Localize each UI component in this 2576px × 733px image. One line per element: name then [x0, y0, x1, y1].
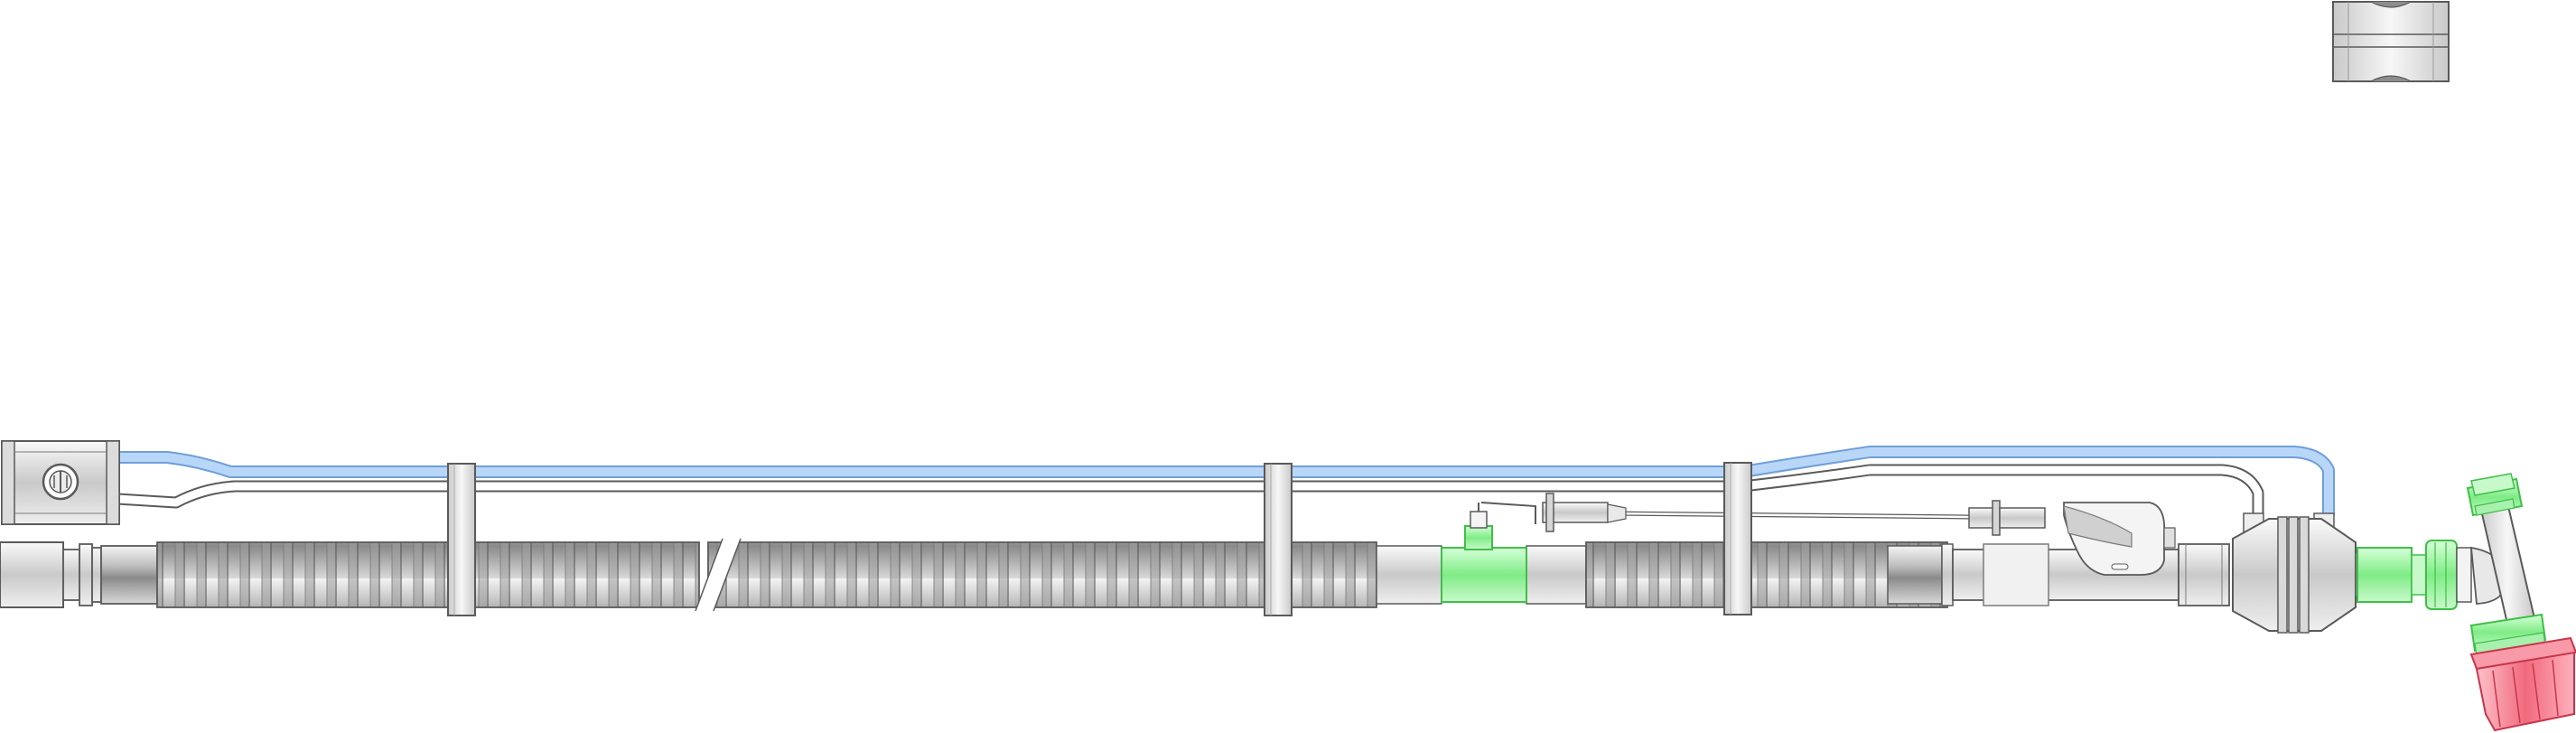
tube-clip-3 [1723, 462, 1752, 616]
green-connector [2357, 540, 2472, 610]
length-break-marker [695, 538, 742, 612]
spare-clip-top-right [2332, 1, 2450, 82]
elbow-connector [2466, 473, 2547, 657]
tube-clip-1 [447, 463, 476, 616]
luer-connector [1542, 493, 2046, 536]
sampling-line-blue [117, 446, 2335, 515]
red-cap [2469, 636, 2576, 732]
corrugated-hose [156, 541, 1948, 608]
tube-clip-2 [1264, 463, 1293, 616]
y-piece [1941, 502, 2335, 606]
green-sensor-port [1441, 503, 1527, 603]
sampling-line-gray [117, 464, 2264, 524]
monitor-connector [1, 440, 120, 525]
hose-end-left [0, 541, 158, 608]
